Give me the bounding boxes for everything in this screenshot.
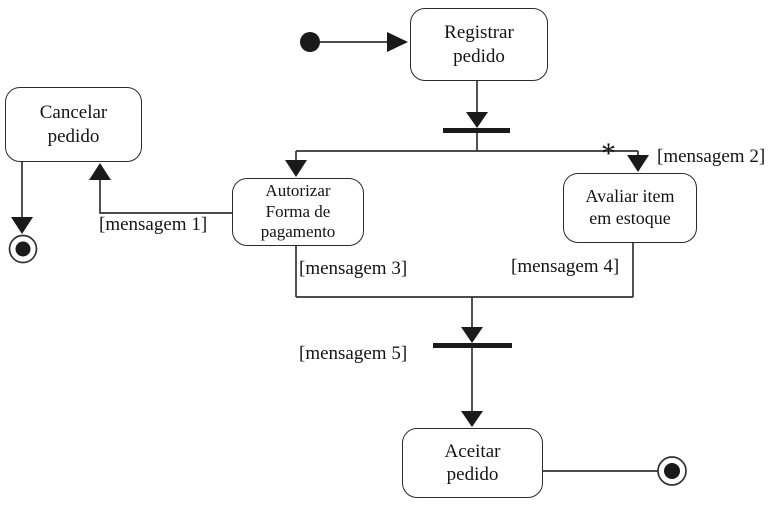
edge-label-mensagem-3: [mensagem 3] [299, 258, 408, 279]
multiplicity-star-label: * [601, 137, 616, 170]
activity-node-autorizar-forma-pagamento: Autorizar Forma de pagamento [232, 178, 364, 246]
edge-label-mensagem-4: [mensagem 4] [511, 256, 620, 277]
activity-node-avaliar-item-estoque: Avaliar item em estoque [563, 173, 697, 243]
edge-label-mensagem-5: [mensagem 5] [299, 343, 408, 364]
arrowhead-into-fork-icon [466, 112, 488, 128]
edge-label-mensagem-2: [mensagem 2] [657, 146, 766, 167]
edge-label-mensagem-1: [mensagem 1] [99, 214, 208, 235]
arrowhead-into-registrar-icon [387, 32, 408, 52]
arrowhead-into-cancelar-icon [89, 163, 111, 180]
final-node-left-icon [8, 234, 38, 264]
fork-bar-icon [443, 128, 510, 133]
join-bar-icon [433, 343, 512, 348]
arrowhead-into-join-icon [461, 327, 483, 343]
arrowhead-into-avaliar-icon [627, 155, 649, 172]
arrowhead-into-autorizar-icon [285, 160, 307, 177]
arrowhead-into-leftfinal-icon [11, 217, 33, 234]
activity-node-cancelar-pedido: Cancelar pedido [5, 87, 142, 162]
final-node-bottom-icon [657, 456, 687, 486]
edge-autorizar-to-cancelar [99, 180, 232, 214]
activity-node-aceitar-pedido: Aceitar pedido [402, 428, 543, 498]
initial-node-icon [300, 32, 320, 52]
activity-node-registrar-pedido: Registrar pedido [410, 8, 548, 81]
arrowhead-into-aceitar-icon [461, 411, 483, 427]
